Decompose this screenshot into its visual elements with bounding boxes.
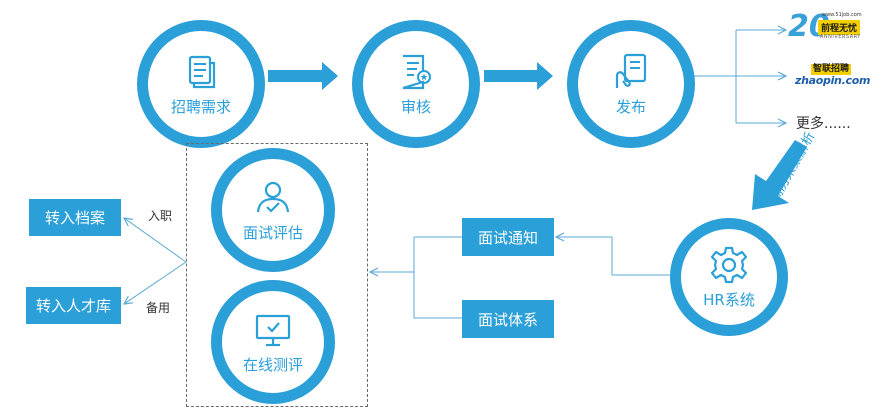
arrow-to-hr-system	[752, 140, 807, 210]
logo-51job-anniversary-text: ANNIVERSARY	[820, 34, 861, 40]
hr-to-interview-lines	[370, 237, 672, 319]
backup-label: 备用	[146, 301, 171, 315]
publish-fanout	[688, 30, 786, 123]
online-test: 在线测评	[211, 280, 335, 404]
outcome-lines	[124, 218, 187, 304]
logo-51job-url: www.51job.com	[822, 12, 862, 18]
monitor-check-icon	[255, 314, 291, 347]
talent-pool-box[interactable]: 转入人才库	[26, 287, 121, 324]
interview-system-box[interactable]: 面试体系	[462, 300, 554, 338]
logo-zhaopin-brand: 智联招聘	[811, 64, 852, 75]
online-test-label: 在线测评	[242, 356, 303, 374]
interview-eval-label: 面试评估	[242, 224, 303, 242]
step-publish: 发布	[567, 20, 695, 148]
document-stack-icon	[188, 55, 216, 89]
interview-notice-box[interactable]: 面试通知	[462, 218, 554, 256]
hand-document-icon	[615, 53, 647, 88]
arrow-step1-to-step2	[268, 62, 338, 90]
user-check-icon	[256, 181, 290, 213]
logo-zhaopin-domain: zhaopin.com	[795, 74, 871, 87]
evaluation-group	[186, 143, 368, 407]
logo-zhaopin[interactable]: 智联招聘 zhaopin.com	[795, 64, 870, 88]
hr-system: HR系统	[670, 218, 788, 336]
hr-system-label: HR系统	[703, 291, 755, 309]
more-channels-label: 更多......	[796, 116, 851, 132]
step-recruit-demand-label: 招聘需求	[170, 98, 231, 116]
interview-eval: 面试评估	[211, 148, 335, 272]
step-review-label: 审核	[400, 98, 431, 116]
step-recruit-demand: 招聘需求	[137, 20, 265, 148]
logo-51job-brand: 前程无忧	[818, 20, 860, 35]
gear-icon	[710, 246, 748, 284]
archive-box[interactable]: 转入档案	[29, 199, 121, 236]
hire-label: 入职	[148, 209, 173, 223]
arrow-step2-to-step3	[484, 62, 553, 90]
step-publish-label: 发布	[615, 98, 646, 116]
step-review: 审核	[352, 20, 480, 148]
document-badge-icon	[402, 54, 431, 90]
logo-51job[interactable]: 20 www.51job.com 前程无忧 ANNIVERSARY	[788, 10, 862, 48]
